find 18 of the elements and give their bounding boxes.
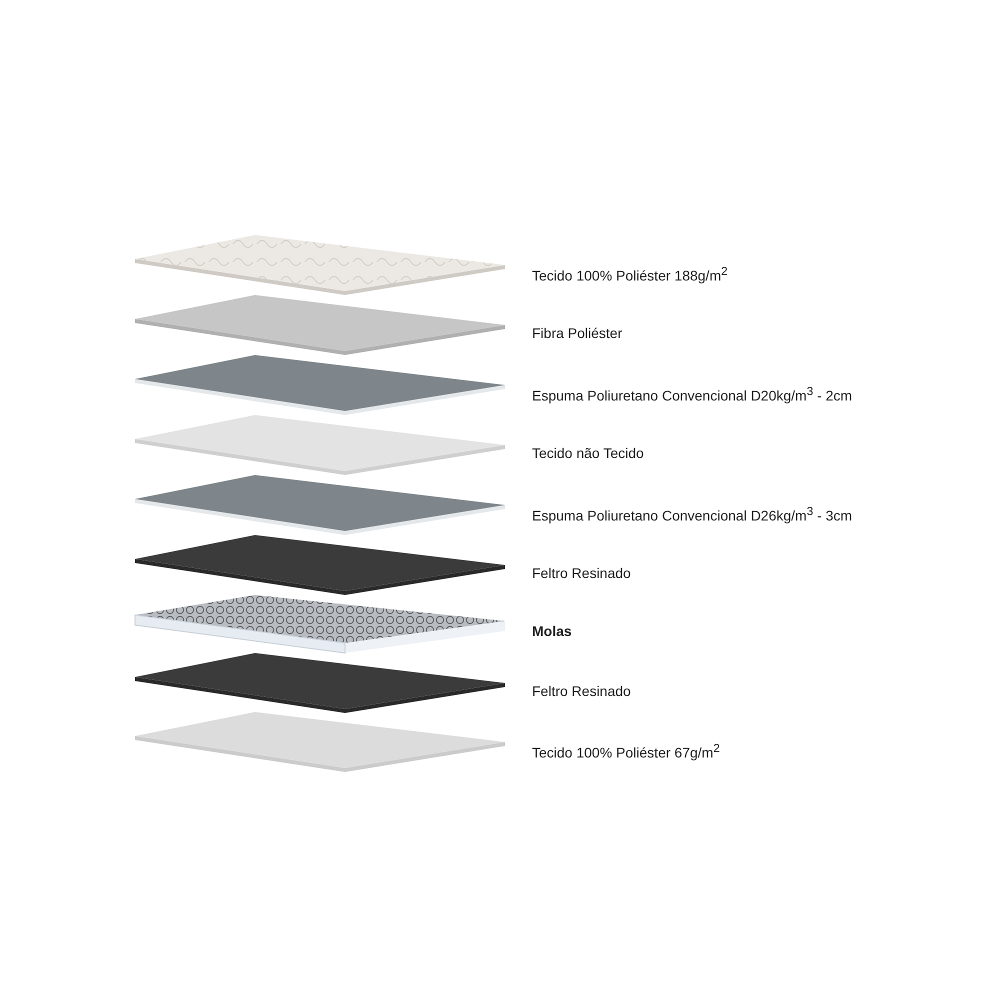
layer-label: Feltro Resinado bbox=[532, 683, 631, 699]
layer-label: Tecido 100% Poliéster 188g/m$^{2}$ bbox=[532, 265, 728, 284]
mattress-layer-drawing bbox=[135, 235, 505, 295]
spring-layer-drawing bbox=[135, 595, 505, 653]
layer-label: Fibra Poliéster bbox=[532, 325, 622, 341]
layer-label: Tecido não Tecido bbox=[532, 445, 644, 461]
mattress-layer-drawing bbox=[135, 712, 505, 772]
mattress-layer-drawing bbox=[135, 355, 505, 415]
mattress-layer-drawing bbox=[135, 535, 505, 595]
layer-label: Espuma Poliuretano Convencional D26kg/m$^{3}$ - 3cm bbox=[532, 505, 852, 524]
layer-label: Tecido 100% Poliéster 67g/m$^{2}$ bbox=[532, 742, 720, 761]
layer-label: Feltro Resinado bbox=[532, 565, 631, 581]
mattress-layer-drawing bbox=[135, 415, 505, 475]
layer-label: Espuma Poliuretano Convencional D20kg/m$^{3}$ - 2cm bbox=[532, 385, 852, 404]
mattress-layer-drawing bbox=[135, 295, 505, 355]
mattress-layer-drawing bbox=[135, 653, 505, 713]
layer-label: Molas bbox=[532, 623, 572, 639]
mattress-layer-drawing bbox=[135, 475, 505, 535]
